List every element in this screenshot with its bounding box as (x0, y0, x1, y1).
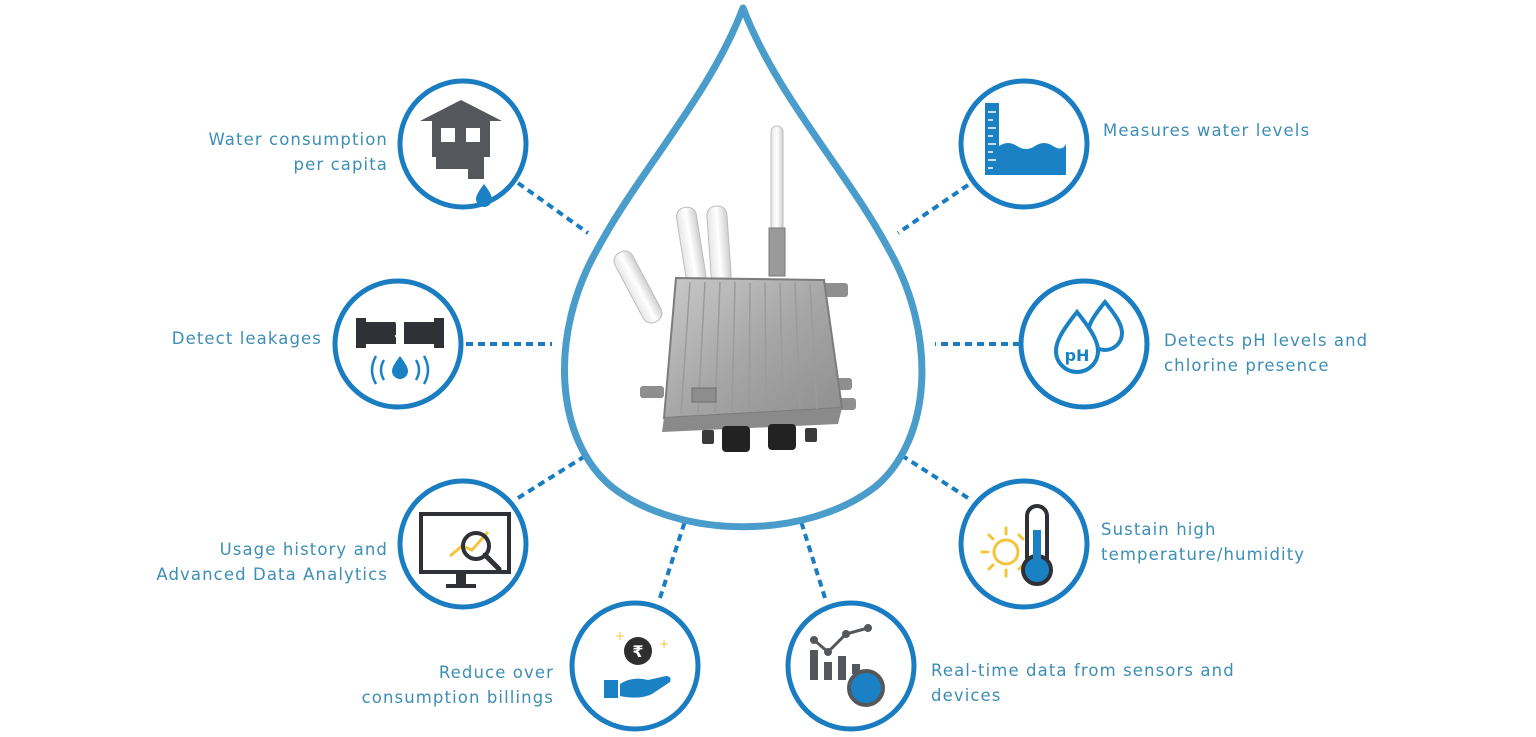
label-reduce-billings-line2: consumption billings (361, 688, 554, 707)
label-realtime-data: Real-time data from sensors and devices (931, 658, 1235, 708)
rupee-hand-icon: ₹ + + (604, 629, 671, 698)
label-reduce-billings: Reduce over consumption billings (362, 660, 554, 710)
label-ph-levels-line2: chlorine presence (1164, 356, 1330, 375)
label-usage-history-line1: Usage history and (219, 540, 388, 559)
iot-gateway-device-icon (613, 125, 856, 452)
label-water-consumption: Water consumption per capita (208, 127, 388, 177)
svg-text:pH: pH (1065, 346, 1090, 365)
circle-realtime (785, 600, 917, 732)
circle-temperature (958, 478, 1090, 610)
ph-drops-icon: pH (1053, 298, 1125, 374)
label-sustain-temperature-line2: temperature/humidity (1101, 545, 1306, 564)
svg-text:+: + (659, 637, 669, 651)
label-realtime-data-line2: devices (931, 686, 1002, 705)
analytics-monitor-icon (419, 512, 511, 588)
connector-billing (658, 517, 688, 599)
label-reduce-billings-line1: Reduce over (438, 663, 554, 682)
svg-text:₹: ₹ (632, 642, 643, 661)
circle-water-level (958, 78, 1090, 210)
broken-pipe-icon (356, 318, 444, 385)
house-tap-icon (420, 100, 502, 207)
label-detect-leakages: Detect leakages (172, 326, 322, 351)
circle-leakage (332, 278, 464, 410)
label-ph-levels-line1: Detects pH levels and (1164, 331, 1369, 350)
label-water-consumption-line2: per capita (293, 155, 388, 174)
label-measures-water-levels: Measures water levels (1103, 118, 1310, 143)
connector-analytics (516, 451, 592, 500)
connector-consumption (516, 181, 590, 235)
label-sustain-temperature-line1: Sustain high (1101, 520, 1217, 539)
label-measures-water-levels-line1: Measures water levels (1103, 121, 1311, 140)
circle-billing (569, 600, 701, 732)
realtime-chart-icon (810, 624, 885, 707)
label-sustain-temperature: Sustain high temperature/humidity (1101, 517, 1305, 567)
feature-circles (332, 78, 1150, 732)
svg-text:+: + (615, 629, 625, 643)
label-usage-history: Usage history and Advanced Data Analytic… (156, 537, 388, 587)
connector-realtime (798, 517, 827, 599)
label-water-consumption-line1: Water consumption (208, 130, 388, 149)
water-level-icon (985, 103, 1066, 175)
connector-lines (466, 181, 1020, 599)
connector-temperature (896, 451, 970, 500)
connector-water-level (896, 183, 970, 235)
label-ph-levels: Detects pH levels and chlorine presence (1164, 328, 1368, 378)
sun-thermometer-icon (980, 504, 1053, 586)
label-usage-history-line2: Advanced Data Analytics (156, 565, 388, 584)
label-detect-leakages-line1: Detect leakages (171, 329, 322, 348)
label-realtime-data-line1: Real-time data from sensors and (931, 661, 1235, 680)
